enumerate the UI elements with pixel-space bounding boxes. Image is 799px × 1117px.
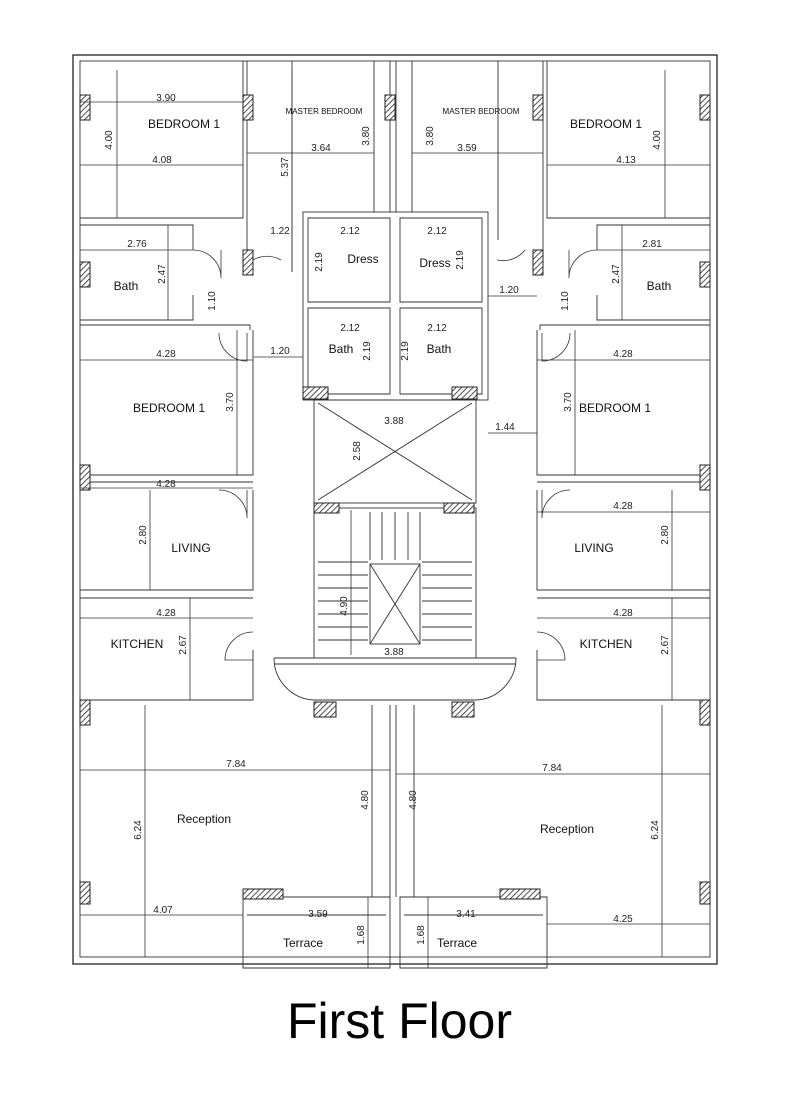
dimension-label: 1.44 — [495, 422, 515, 433]
dimension-label: 3.70 — [225, 392, 236, 412]
dimension-lines — [80, 70, 710, 968]
dimension-label: 3.59 — [308, 909, 328, 920]
dimension-label: 7.84 — [542, 763, 562, 774]
dimension-label: 2.80 — [138, 525, 149, 545]
room-label: LIVING — [574, 541, 613, 555]
dimension-label: 2.19 — [400, 341, 411, 361]
interior-walls — [80, 61, 710, 969]
room-label: KITCHEN — [111, 637, 164, 651]
dimension-label: 2.12 — [427, 323, 447, 334]
dimension-label: 1.10 — [560, 291, 571, 311]
doors — [192, 249, 598, 661]
dimension-label: 4.80 — [360, 790, 371, 810]
outer-walls — [72, 54, 718, 965]
dimension-label: 4.07 — [153, 905, 173, 916]
columns — [79, 94, 711, 905]
dimension-label: 3.64 — [311, 143, 331, 154]
dimension-label: 2.67 — [660, 635, 671, 655]
dimension-label: 4.28 — [156, 608, 176, 619]
dimension-label: 1.20 — [499, 285, 519, 296]
dimension-label: 2.67 — [178, 635, 189, 655]
room-label: Bath — [329, 342, 354, 356]
dimension-label: 3.88 — [384, 647, 404, 658]
room-label: Bath — [647, 279, 672, 293]
dimension-label: 3.80 — [361, 126, 372, 146]
dimension-label: 2.12 — [340, 226, 360, 237]
dimension-label: 3.88 — [384, 416, 404, 427]
dimension-label: 2.81 — [642, 239, 662, 250]
dimension-label: 6.24 — [133, 820, 144, 840]
room-label: MASTER BEDROOM — [286, 107, 363, 116]
room-label: Terrace — [283, 936, 323, 950]
room-label: LIVING — [171, 541, 210, 555]
dimension-label: 6.24 — [650, 820, 661, 840]
dimension-label: 2.12 — [427, 226, 447, 237]
dimension-label: 1.20 — [270, 346, 290, 357]
dimension-label: 4.28 — [613, 349, 633, 360]
dimension-label: 4.80 — [408, 790, 419, 810]
dimension-label: 2.19 — [455, 250, 466, 270]
room-label: Terrace — [437, 936, 477, 950]
dimension-label: 4.28 — [156, 479, 176, 490]
room-label: BEDROOM 1 — [579, 401, 651, 415]
dimension-label: 2.47 — [157, 264, 168, 284]
dimension-label: 7.84 — [226, 759, 246, 770]
dimension-label: 3.41 — [456, 909, 476, 920]
dimension-label: 4.90 — [339, 596, 350, 616]
dimension-label: 2.12 — [340, 323, 360, 334]
dimension-label: 1.68 — [416, 925, 427, 945]
room-label: Bath — [427, 342, 452, 356]
dimension-label: 2.76 — [127, 239, 147, 250]
dimension-label: 4.13 — [616, 155, 636, 166]
room-label: Reception — [177, 812, 231, 826]
dimension-label: 4.25 — [613, 914, 633, 925]
room-label: Dress — [347, 252, 378, 266]
room-label: BEDROOM 1 — [148, 117, 220, 131]
dimension-label: 3.70 — [563, 392, 574, 412]
dimension-label: 2.19 — [314, 252, 325, 272]
dimension-label: 4.00 — [104, 130, 115, 150]
dimension-label: 1.22 — [270, 226, 290, 237]
dimension-label: 5.37 — [280, 157, 291, 177]
dimension-label: 2.58 — [352, 441, 363, 461]
dimension-label: 3.90 — [156, 93, 176, 104]
page-title: First Floor — [287, 993, 512, 1049]
room-label: BEDROOM 1 — [570, 117, 642, 131]
dimension-label: 4.28 — [613, 501, 633, 512]
room-label: Reception — [540, 822, 594, 836]
dimension-label: 4.08 — [152, 155, 172, 166]
room-label: KITCHEN — [580, 637, 633, 651]
dimension-label: 3.59 — [457, 143, 477, 154]
dimension-label: 4.28 — [156, 349, 176, 360]
room-label: BEDROOM 1 — [133, 401, 205, 415]
room-label: Bath — [114, 279, 139, 293]
dimension-label: 4.00 — [652, 130, 663, 150]
room-label: MASTER BEDROOM — [443, 107, 520, 116]
dimension-label: 1.68 — [356, 925, 367, 945]
dimension-labels: 3.90 4.00 4.08 3.64 3.80 5.37 3.80 3.59 … — [104, 93, 671, 945]
dimension-label: 2.19 — [362, 341, 373, 361]
dimension-label: 1.10 — [207, 291, 218, 311]
dimension-label: 3.80 — [425, 126, 436, 146]
dimension-label: 2.80 — [660, 525, 671, 545]
room-labels: BEDROOM 1 MASTER BEDROOM MASTER BEDROOM … — [111, 107, 672, 950]
dimension-label: 2.47 — [611, 264, 622, 284]
room-label: Dress — [419, 256, 450, 270]
dimension-label: 4.28 — [613, 608, 633, 619]
